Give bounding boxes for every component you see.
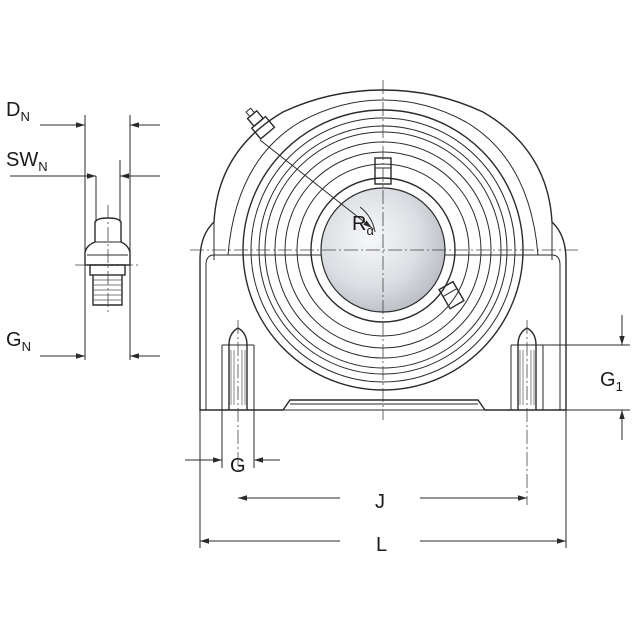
label-r-alpha: Rα — [352, 213, 374, 238]
housing-grease-nipple — [245, 107, 276, 140]
label-g1: G1 — [600, 369, 623, 394]
label-l: L — [376, 534, 387, 556]
radius-arrow — [259, 139, 373, 229]
label-gn: GN — [6, 329, 31, 354]
label-dn: DN — [6, 99, 30, 124]
bolt-hole-left — [221, 320, 255, 470]
label-swn: SWN — [6, 149, 48, 174]
label-g: G — [230, 455, 246, 477]
grease-nipple-view — [10, 115, 160, 360]
bolt-hole-right — [510, 320, 544, 505]
label-j: J — [375, 491, 385, 513]
